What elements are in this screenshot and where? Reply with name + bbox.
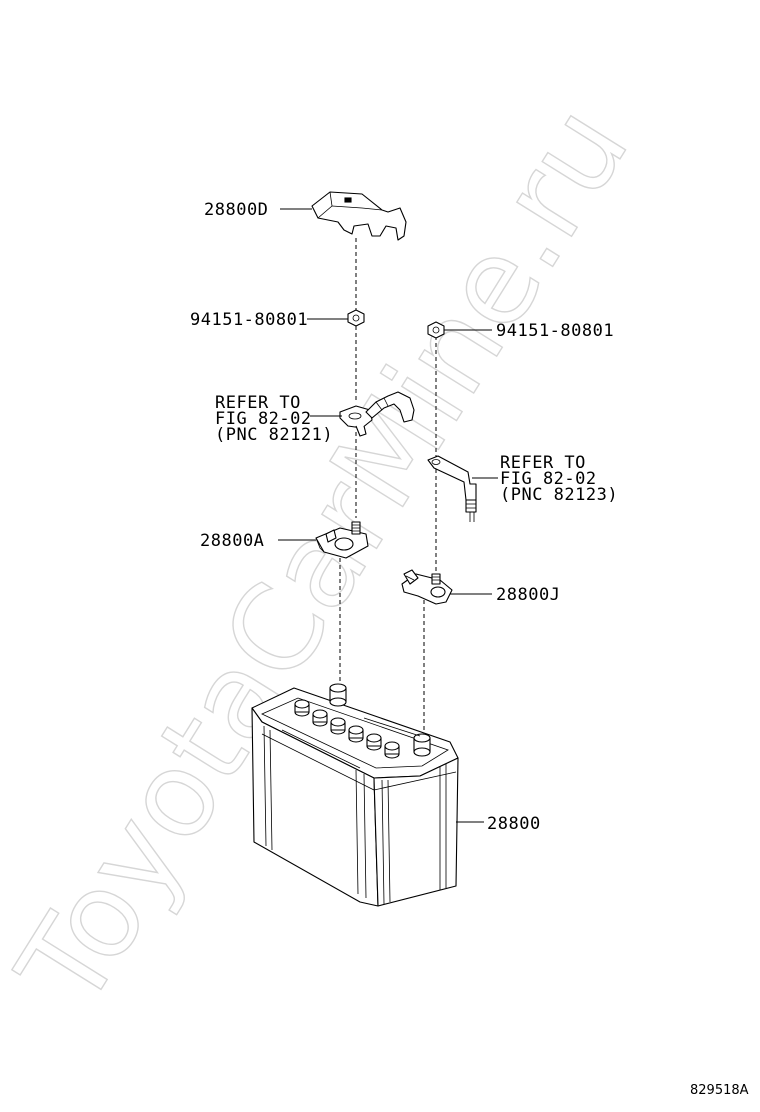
label-cover: 28800D (204, 200, 268, 220)
negative-terminal-part (401, 569, 453, 605)
label-battery: 28800 (487, 814, 541, 834)
negative-cable-part (427, 455, 477, 522)
watermark: ToyotaCarMine.ru (0, 83, 655, 1031)
battery-negative-post (413, 733, 431, 757)
battery-cell-caps (294, 699, 400, 759)
refer-left-line3: (PNC 82121) (215, 425, 333, 445)
battery-positive-post (329, 683, 347, 707)
label-nut-right: 94151-80801 (496, 321, 614, 341)
refer-left-line1: REFER TO (215, 393, 301, 413)
battery-part (251, 683, 459, 907)
label-nut-left: 94151-80801 (190, 310, 308, 330)
nut-left-part (347, 309, 365, 327)
terminal-cover-part (311, 191, 407, 241)
positive-terminal-part (315, 521, 369, 559)
refer-right-line3: (PNC 82123) (500, 485, 618, 505)
refer-right-line2: FIG 82-02 (500, 469, 597, 489)
refer-left-line2: FIG 82-02 (215, 409, 312, 429)
label-terminal-pos: 28800A (200, 531, 264, 551)
refer-right-line1: REFER TO (500, 453, 586, 473)
positive-cable-part (339, 391, 415, 437)
nut-right-part (427, 321, 445, 339)
drawing-code: 829518A (690, 1083, 749, 1098)
label-terminal-neg: 28800J (496, 585, 560, 605)
